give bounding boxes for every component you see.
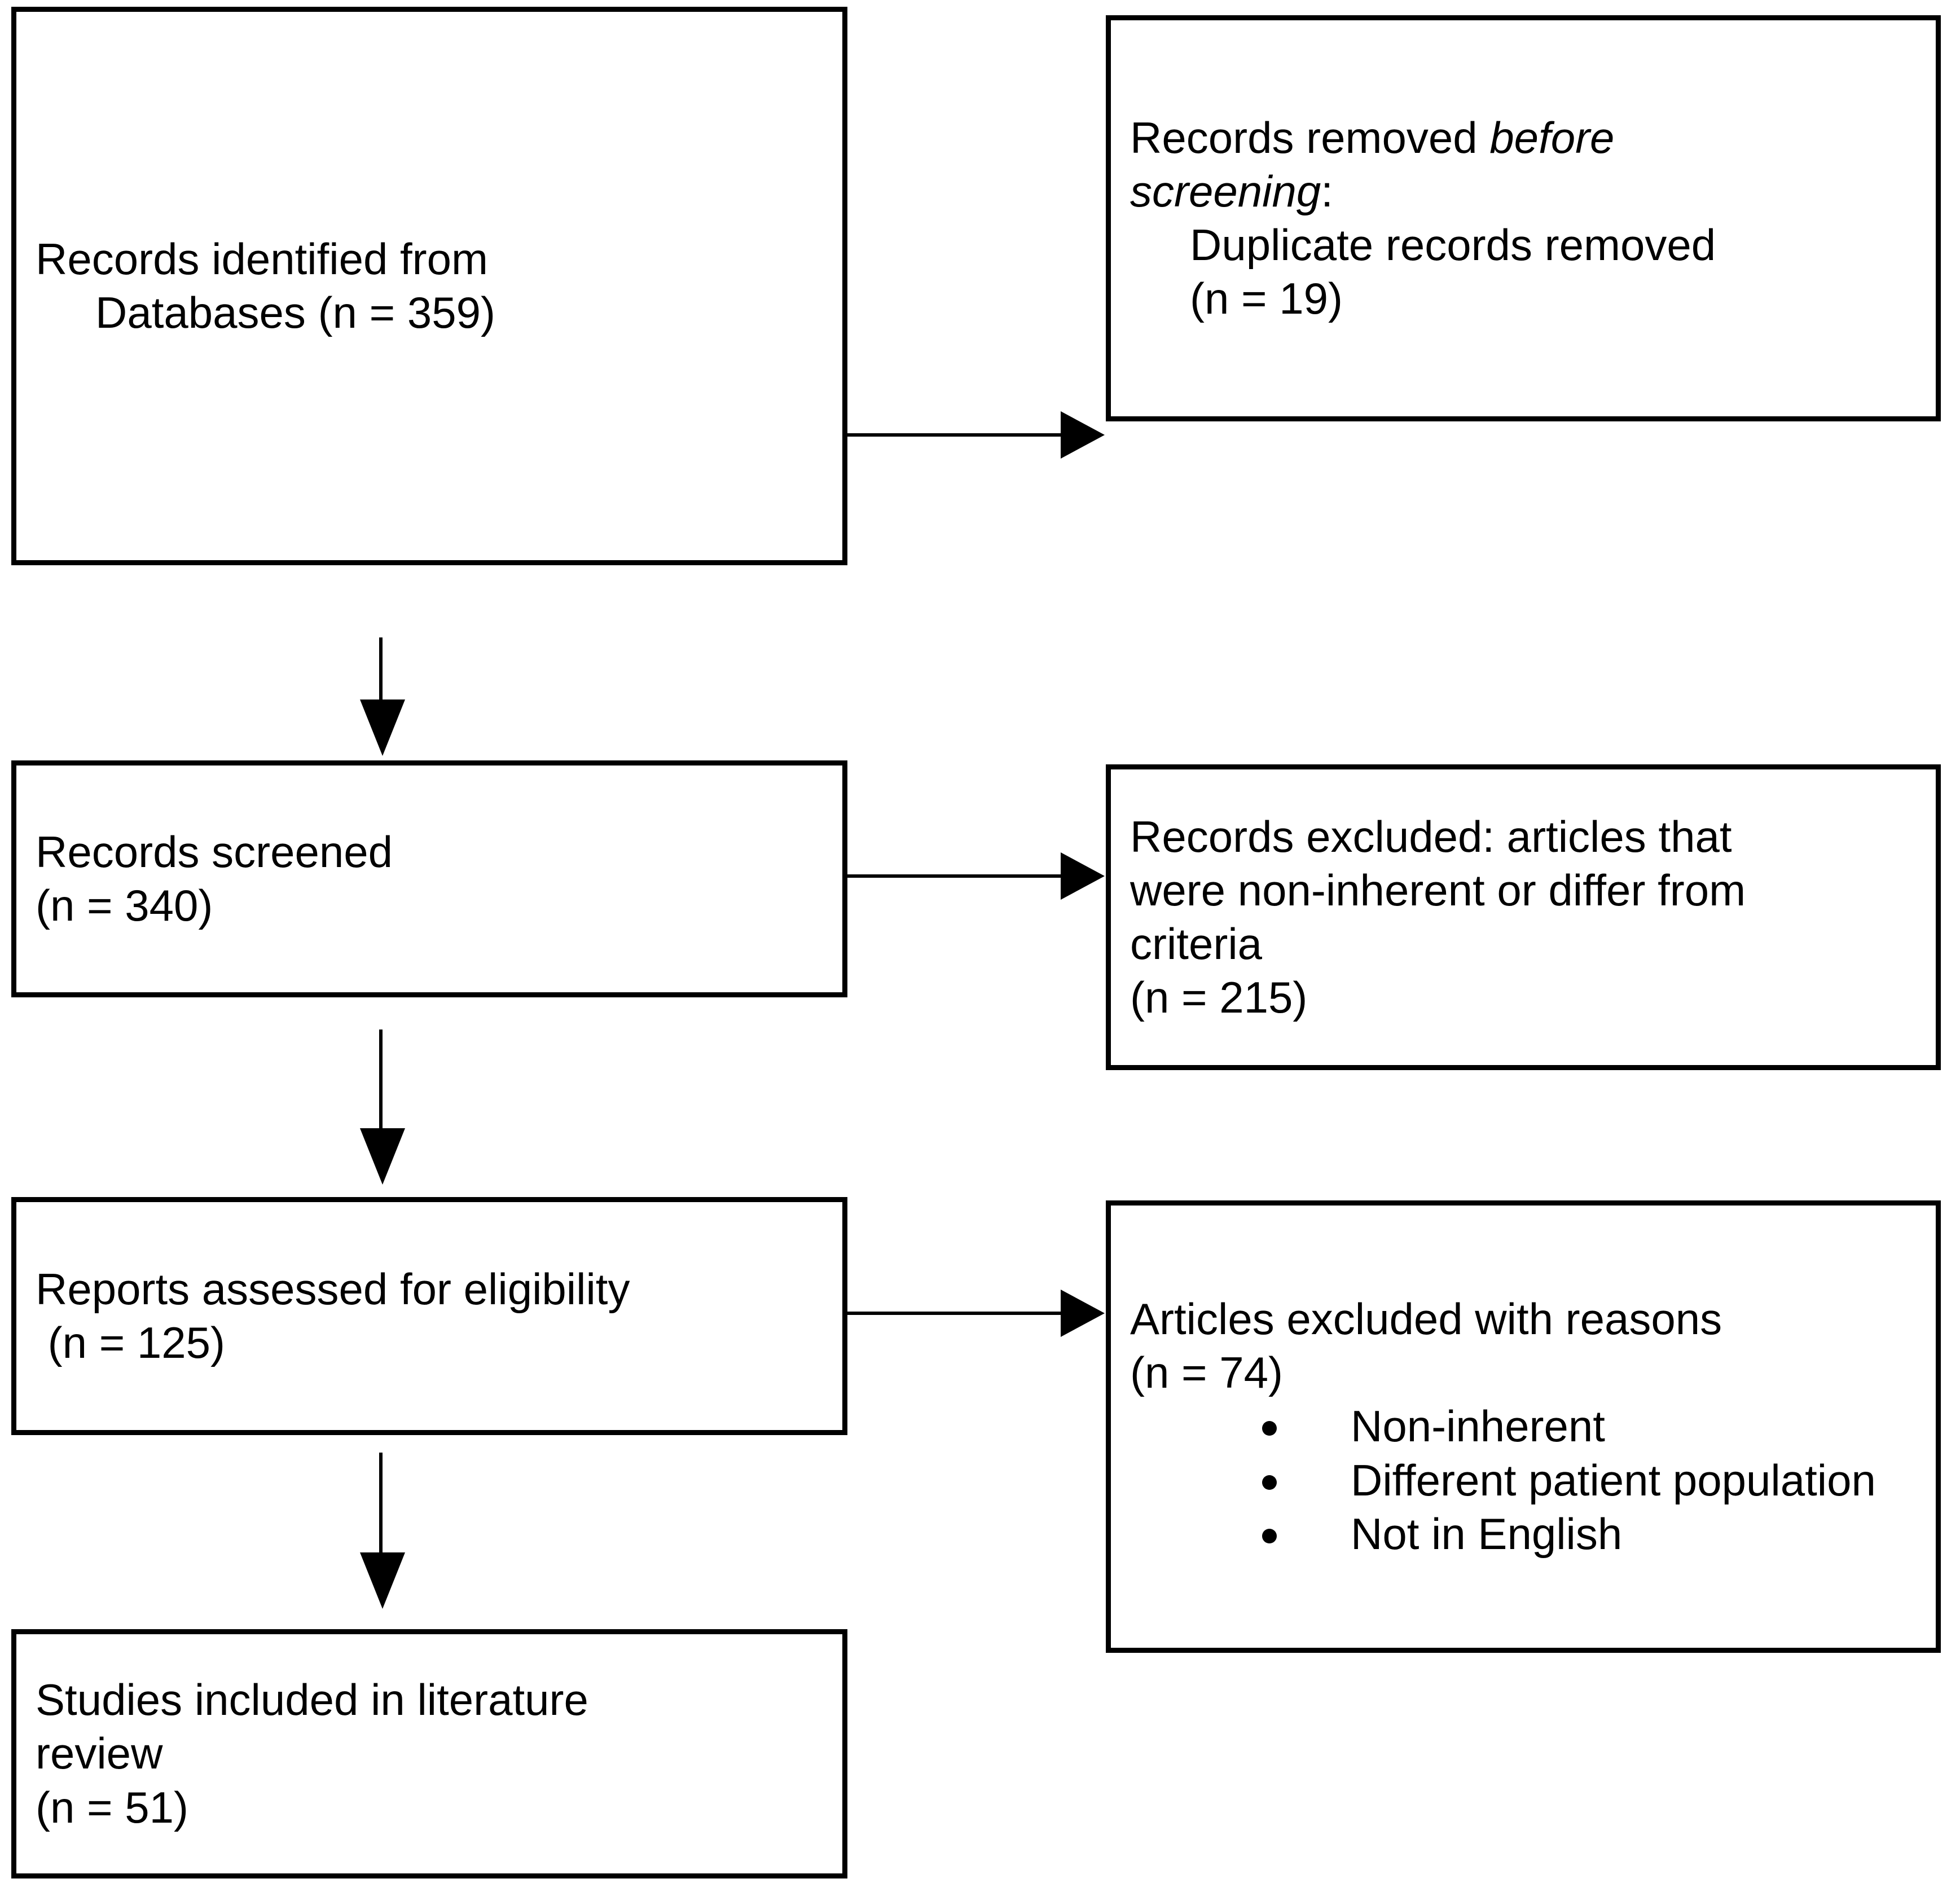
- connector-identified-to-screened-line: [379, 637, 383, 704]
- records-removed-line2-emphasis: screening: [1130, 166, 1321, 216]
- included-line3: (n = 51): [36, 1782, 188, 1832]
- articles-excluded-line2: (n = 74): [1130, 1348, 1283, 1398]
- records-screened-line1: Records screened: [36, 826, 393, 877]
- connector-eligibility-to-articles-line: [847, 1312, 1067, 1315]
- arrow-down-icon: [360, 1552, 405, 1609]
- articles-excluded-line1: Articles excluded with reasons: [1130, 1294, 1722, 1344]
- records-removed-line1-emphasis: before: [1489, 112, 1615, 162]
- box-studies-included-in-literature-review: Studies included in literature review (n…: [11, 1629, 847, 1878]
- connector-identified-to-removed-line: [847, 433, 1067, 437]
- connector-screened-to-excluded-line: [847, 874, 1067, 878]
- records-excluded-line1: Records excluded: articles that: [1130, 811, 1732, 861]
- arrow-right-icon: [1061, 852, 1105, 900]
- records-removed-line2-suffix: :: [1321, 166, 1333, 216]
- box-records-excluded: Records excluded: articles that were non…: [1106, 764, 1941, 1070]
- articles-excluded-reason-list: Non-inherent Different patient populatio…: [1111, 1400, 1936, 1560]
- arrow-right-icon: [1061, 411, 1105, 459]
- arrow-right-icon: [1061, 1290, 1105, 1337]
- eligibility-line2: (n = 125): [36, 1318, 226, 1367]
- records-removed-line1: Records removed before: [1111, 111, 1936, 165]
- records-identified-line1: Records identified from: [36, 234, 489, 284]
- box-reports-assessed-for-eligibility: Reports assessed for eligibility (n = 12…: [11, 1197, 847, 1435]
- included-line2: review: [36, 1728, 163, 1779]
- records-excluded-line4: (n = 215): [1130, 973, 1308, 1023]
- records-removed-line2: screening:: [1111, 165, 1936, 218]
- records-excluded-line3: criteria: [1130, 919, 1263, 969]
- connector-eligibility-to-included-line: [379, 1453, 383, 1557]
- box-records-removed-before-screening: Records removed before screening: Duplic…: [1106, 15, 1941, 421]
- list-item: Different patient population: [1252, 1454, 1917, 1507]
- records-screened-line2: (n = 340): [36, 881, 213, 930]
- eligibility-line1: Reports assessed for eligibility: [36, 1264, 630, 1314]
- box-articles-excluded-with-reasons: Articles excluded with reasons (n = 74) …: [1106, 1200, 1941, 1653]
- list-item: Not in English: [1252, 1507, 1917, 1561]
- box-records-identified: Records identified from Databases (n = 3…: [11, 7, 847, 565]
- box-records-screened: Records screened (n = 340): [11, 760, 847, 997]
- connector-screened-to-eligibility-line: [379, 1030, 383, 1132]
- records-removed-line4: (n = 19): [1190, 274, 1343, 324]
- records-removed-line1-text: Records removed: [1130, 112, 1490, 162]
- records-excluded-line2: were non-inherent or differ from: [1130, 865, 1746, 915]
- included-line1: Studies included in literature: [36, 1675, 588, 1725]
- arrow-down-icon: [360, 699, 405, 756]
- list-item: Non-inherent: [1252, 1400, 1917, 1453]
- arrow-down-icon: [360, 1128, 405, 1185]
- records-identified-line2: Databases (n = 359): [95, 288, 495, 337]
- records-removed-line3: Duplicate records removed: [1190, 220, 1716, 270]
